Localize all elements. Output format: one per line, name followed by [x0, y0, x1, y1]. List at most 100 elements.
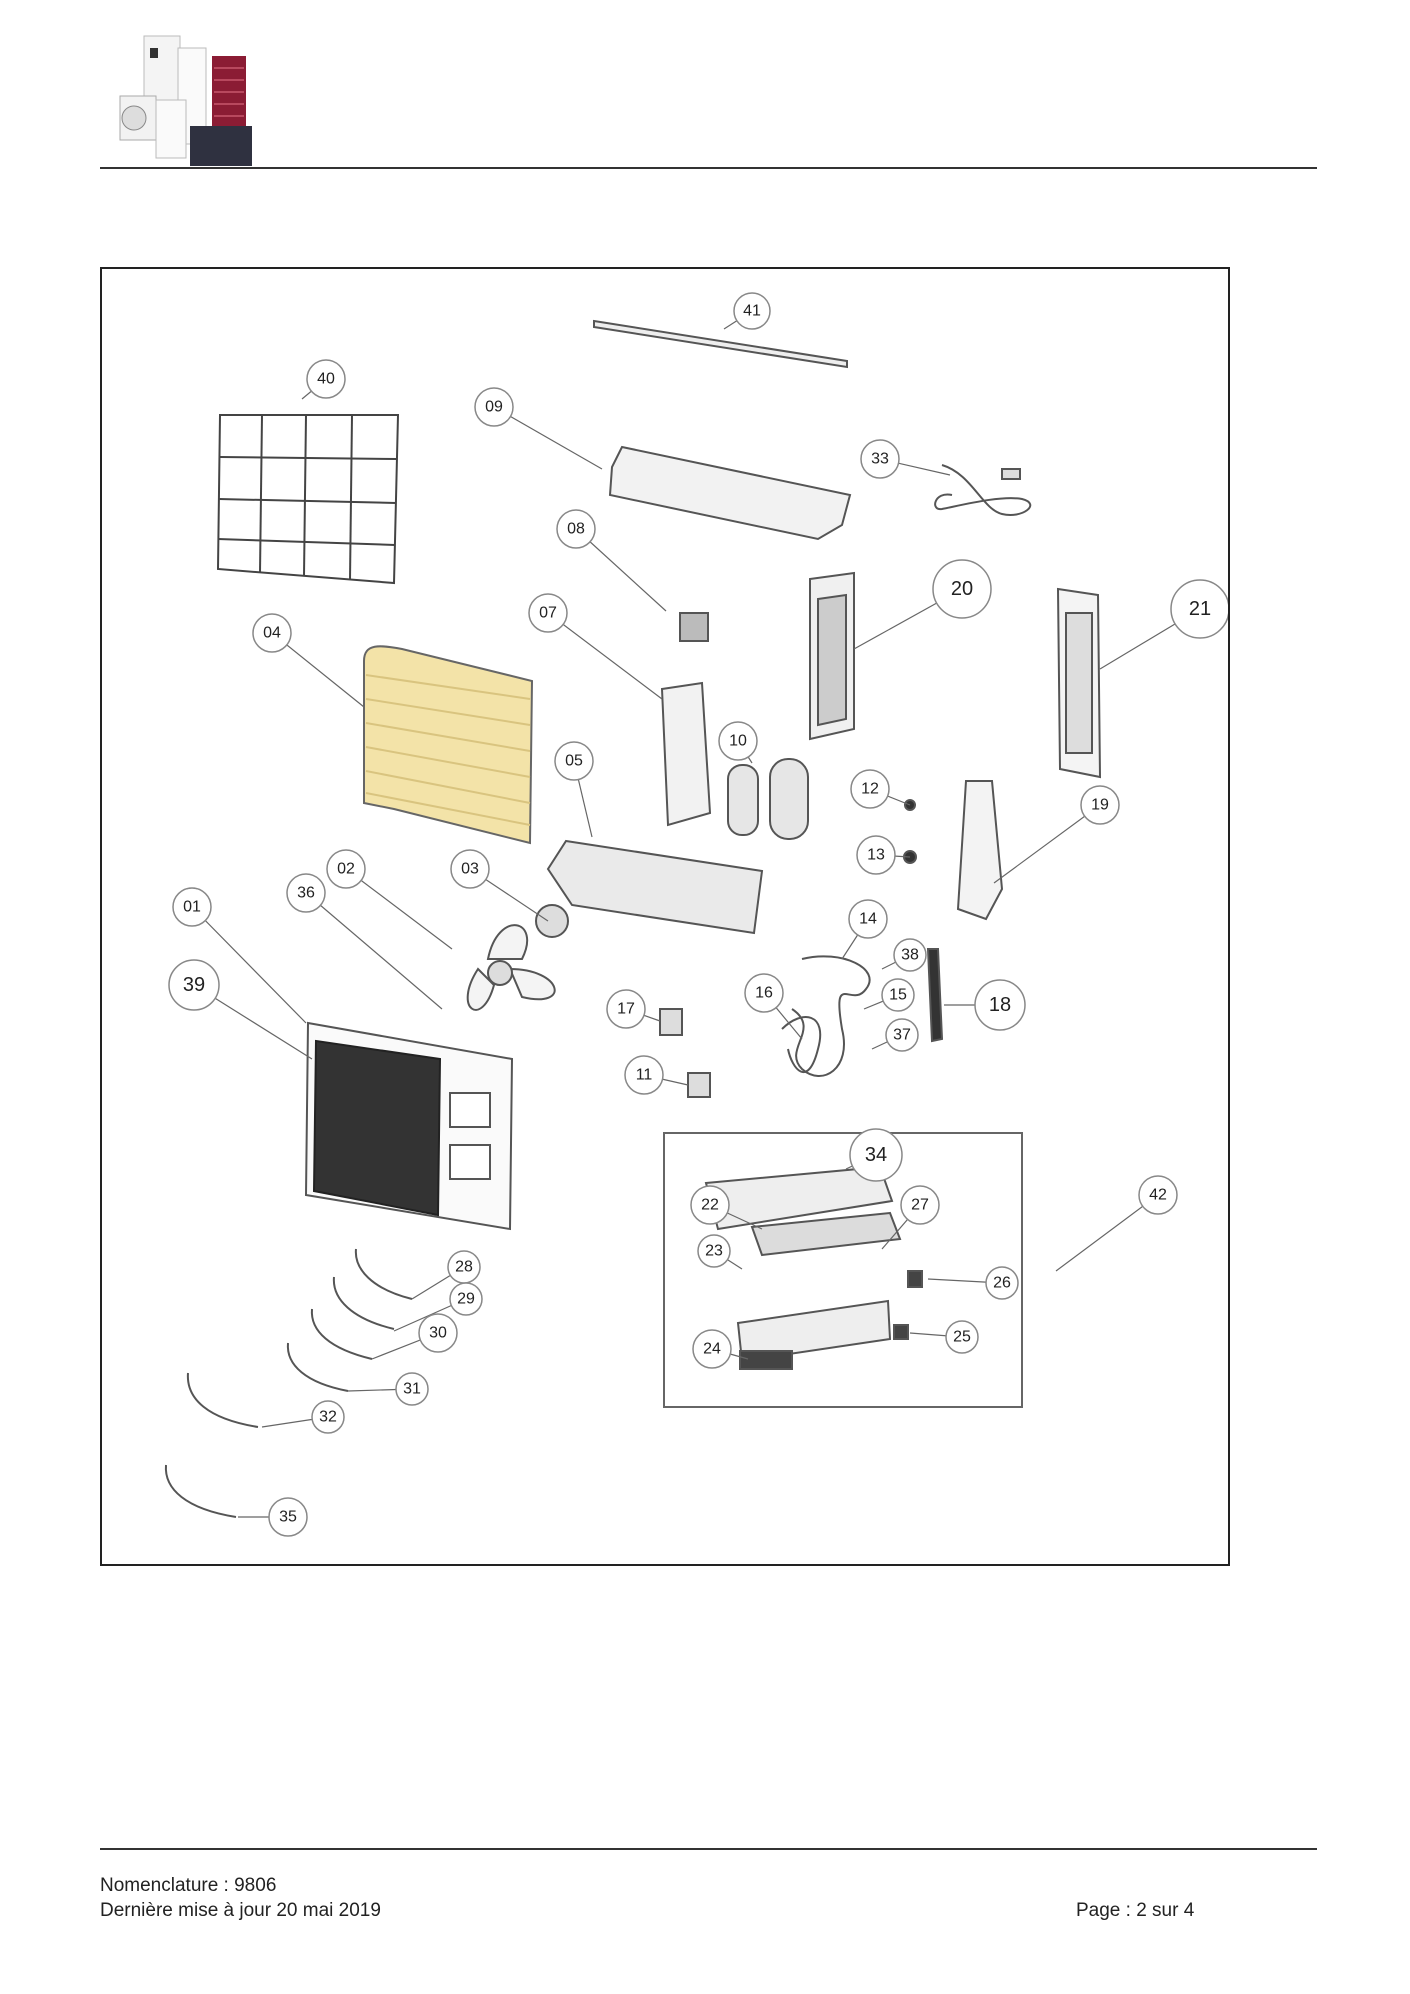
callout-circle-09	[474, 387, 514, 427]
callout-label-22: 22	[701, 1197, 719, 1214]
part-valve-17	[659, 1008, 683, 1036]
callout-label-38: 38	[901, 947, 919, 964]
callout-circle-12	[850, 769, 890, 809]
callout-circle-13	[856, 835, 896, 875]
callout-circle-25	[945, 1320, 979, 1354]
callout-circle-01	[172, 887, 212, 927]
callout-label-08: 08	[567, 521, 585, 538]
diagram-drawing: 4140093308202107041005121913020301361438…	[164, 292, 1228, 1537]
callout-circle-33	[860, 439, 900, 479]
callout-circle-37	[885, 1018, 919, 1052]
callout-label-04: 04	[263, 625, 281, 642]
callout-label-10: 10	[729, 733, 747, 750]
callout-circle-40	[306, 359, 346, 399]
leader-line-36	[305, 892, 443, 1010]
callout-circle-24	[692, 1329, 732, 1369]
callout-circle-21	[1170, 579, 1228, 639]
header-rule	[100, 167, 1317, 169]
callout-label-28: 28	[455, 1259, 473, 1276]
callout-circle-22	[690, 1185, 730, 1225]
electrical-box-frame	[663, 1132, 1023, 1408]
leader-line-42	[1055, 1194, 1159, 1272]
callout-circle-14	[848, 899, 888, 939]
part-refrigerant-piping	[781, 955, 871, 1077]
leader-line-08	[575, 528, 667, 612]
callout-label-32: 32	[319, 1409, 337, 1426]
part-rear-grille	[216, 414, 400, 585]
callout-circle-04	[252, 613, 292, 653]
callout-label-09: 09	[485, 399, 503, 416]
callout-label-30: 30	[429, 1325, 447, 1342]
nomenclature-label: Nomenclature : 9806	[100, 1875, 277, 1896]
callout-circle-16	[744, 973, 784, 1013]
callout-label-13: 13	[867, 847, 885, 864]
leader-line-02	[345, 868, 453, 950]
callout-label-21: 21	[1189, 598, 1211, 620]
callout-circle-19	[1080, 785, 1120, 825]
callout-circle-36	[286, 873, 326, 913]
callout-circle-26	[985, 1266, 1019, 1300]
callout-label-36: 36	[297, 885, 315, 902]
callout-circle-41	[733, 292, 771, 330]
callout-label-15: 15	[889, 987, 907, 1004]
part-condenser-coil	[363, 645, 534, 845]
leader-line-07	[547, 612, 663, 700]
part-front-panel	[304, 1021, 514, 1231]
part-wire-harness	[926, 948, 944, 1043]
part-tubes	[164, 1248, 413, 1518]
callout-circle-34	[849, 1128, 903, 1182]
callout-label-37: 37	[893, 1027, 911, 1044]
callout-circle-20	[932, 559, 992, 619]
part-side-panel-21	[1056, 587, 1102, 779]
page-number: Page : 2 sur 4	[1076, 1900, 1195, 1921]
callout-label-23: 23	[705, 1243, 723, 1260]
callout-label-39: 39	[183, 974, 205, 996]
callout-label-12: 12	[861, 781, 879, 798]
part-relay-25	[893, 1324, 909, 1340]
leader-line-01	[191, 906, 307, 1024]
part-top-cover	[608, 445, 852, 541]
callout-circle-39	[168, 959, 220, 1011]
part-side-cover	[956, 780, 1004, 921]
callout-label-42: 42	[1149, 1187, 1167, 1204]
callout-label-17: 17	[617, 1001, 635, 1018]
callout-label-02: 02	[337, 861, 355, 878]
callout-circle-10	[718, 721, 758, 761]
part-valve-11	[687, 1072, 711, 1098]
callout-circle-29	[449, 1282, 483, 1316]
part-small-box	[679, 612, 709, 642]
callout-circle-03	[450, 849, 490, 889]
callout-circle-38	[893, 938, 927, 972]
callout-circle-07	[528, 593, 568, 633]
part-fan-motor	[535, 904, 569, 938]
footer-rule	[100, 1848, 1317, 1850]
callout-label-19: 19	[1091, 797, 1109, 814]
part-sensor-plug	[1001, 468, 1021, 480]
part-partition	[660, 681, 712, 827]
callout-label-35: 35	[279, 1509, 297, 1526]
callout-label-40: 40	[317, 371, 335, 388]
callout-circle-31	[395, 1372, 429, 1406]
callout-label-34: 34	[865, 1144, 887, 1166]
callout-label-24: 24	[703, 1341, 721, 1358]
callout-circle-30	[418, 1313, 458, 1353]
callout-circle-27	[900, 1185, 940, 1225]
callout-label-33: 33	[871, 451, 889, 468]
callout-circle-11	[624, 1055, 664, 1095]
last-updated-label: Dernière mise à jour 20 mai 2019	[100, 1900, 381, 1921]
callout-circle-18	[974, 979, 1026, 1031]
part-side-panel-20	[809, 571, 855, 741]
part-fan-blade	[466, 924, 556, 1011]
callout-label-11: 11	[636, 1067, 653, 1084]
part-electrical-box	[736, 1299, 892, 1363]
callout-circle-15	[881, 978, 915, 1012]
brand-logo	[118, 34, 258, 168]
callout-label-41: 41	[743, 303, 761, 320]
callout-label-31: 31	[403, 1381, 421, 1398]
callout-label-25: 25	[953, 1329, 971, 1346]
part-module-24	[739, 1350, 793, 1370]
callout-label-18: 18	[989, 994, 1011, 1016]
part-top-bar	[593, 319, 848, 369]
